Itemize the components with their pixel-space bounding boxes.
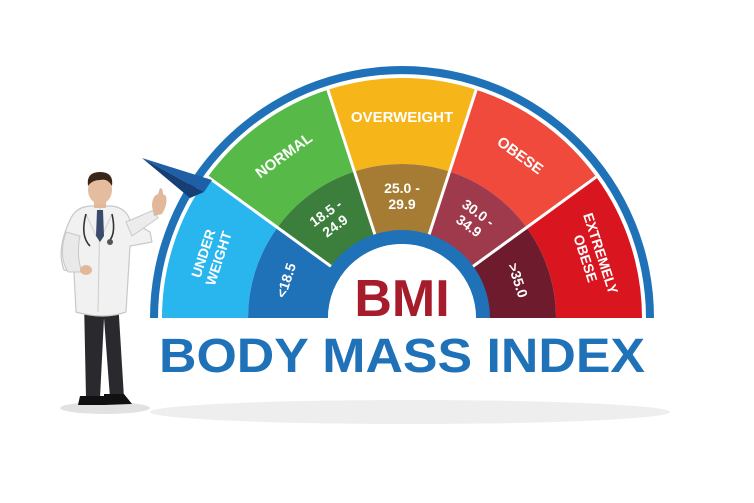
gauge-dividers	[206, 89, 598, 269]
doctor-head	[88, 176, 112, 204]
segment-divider	[427, 89, 478, 237]
doctor-shoe-right	[104, 394, 132, 405]
doctor-shoe-left	[78, 396, 106, 405]
segment-under-weight	[162, 176, 278, 318]
doctor-hair	[87, 172, 113, 186]
bmi-center-label: BMI	[354, 270, 449, 328]
gauge-pointer	[142, 158, 212, 198]
segment-inner-extremely-obese	[471, 227, 556, 318]
floor-shadow	[150, 400, 670, 424]
gauge-hub	[328, 244, 476, 318]
doctor-tie	[96, 210, 104, 242]
segment-extremely-obese	[526, 176, 642, 318]
category-label-overweight: OVERWEIGHT	[351, 109, 453, 126]
segment-inner-overweight	[354, 164, 450, 237]
gauge-hub-ring	[314, 230, 490, 318]
segment-normal	[207, 89, 355, 228]
range-label-line: 25.0 -	[384, 180, 420, 196]
stethoscope	[82, 213, 115, 247]
segment-divider	[206, 175, 334, 269]
category-label-line: OVERWEIGHT	[351, 109, 453, 126]
gauge-inner-segments	[248, 164, 556, 318]
doctor-figure	[60, 172, 167, 405]
segment-obese	[449, 89, 597, 228]
doctor-legs	[84, 300, 124, 398]
gauge-segments	[162, 78, 642, 318]
segment-divider	[470, 175, 598, 269]
range-label-overweight: 25.0 -29.9	[384, 180, 420, 212]
body-mass-index-title: BODY MASS INDEX	[159, 330, 645, 383]
range-label-line: 29.9	[388, 196, 415, 212]
segment-inner-under-weight	[248, 227, 333, 318]
segment-overweight	[327, 78, 477, 172]
segment-divider	[326, 89, 377, 237]
doctor-raised-hand	[152, 188, 167, 216]
